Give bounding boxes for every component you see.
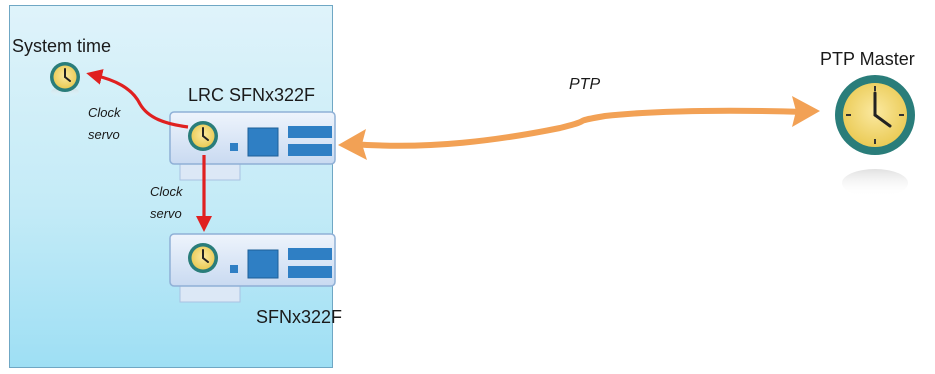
- clock-servo-line2: servo: [88, 127, 120, 142]
- system-time-label: System time: [12, 36, 112, 56]
- double-arrow-icon: [338, 96, 820, 160]
- clock-servo-line1: Clock: [150, 184, 183, 199]
- clock-servo-label-bottom: Clock servo: [150, 181, 183, 225]
- lrc-card-label: LRC SFNx322F: [188, 85, 316, 105]
- clock-icon: [835, 75, 915, 197]
- clock-icon: [50, 62, 80, 97]
- second-card-label: SFNx322F: [256, 307, 343, 327]
- clock-servo-line1: Clock: [88, 105, 121, 120]
- clock-servo-line2: servo: [150, 206, 182, 221]
- ptp-master-label: PTP Master: [820, 49, 915, 69]
- clock-icon: [188, 243, 218, 273]
- ptp-label: PTP: [569, 76, 601, 93]
- clock-servo-label-top: Clock servo: [88, 102, 121, 146]
- clock-icon: [188, 121, 218, 151]
- servo-arrow-to-system-time: [86, 69, 189, 129]
